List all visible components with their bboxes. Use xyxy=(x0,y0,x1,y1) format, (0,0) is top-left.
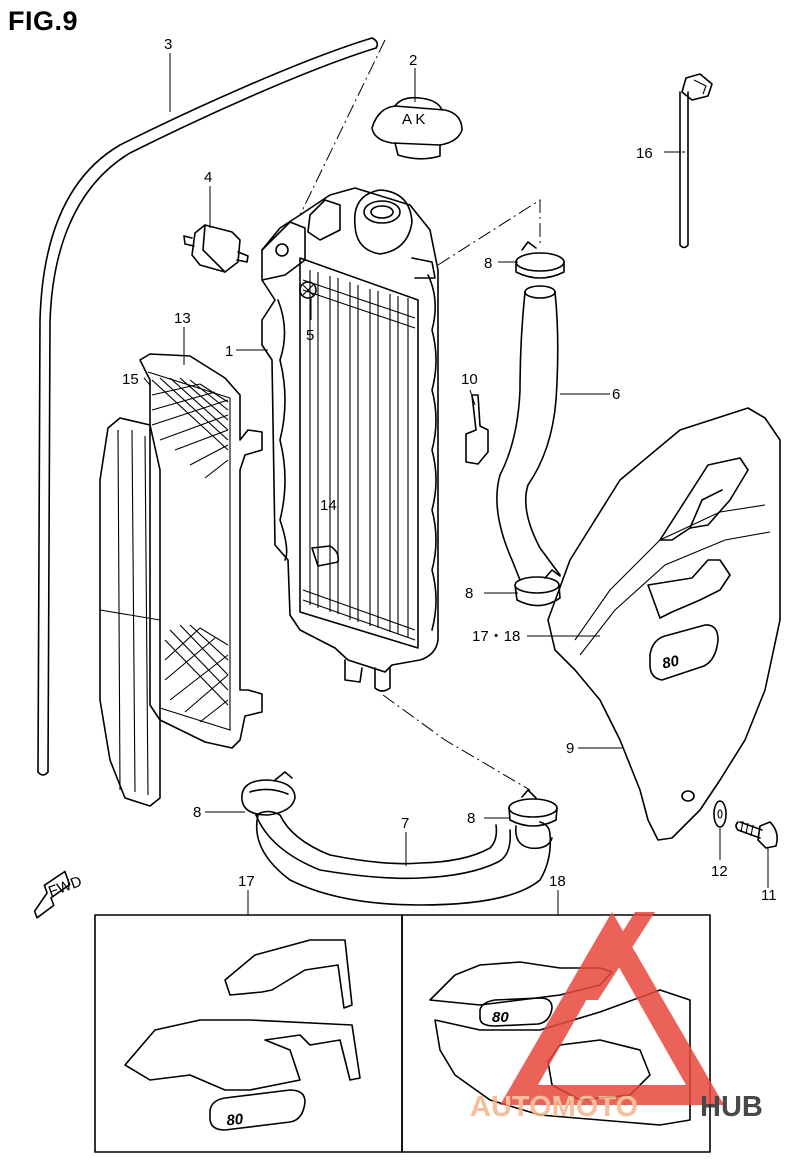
cable-tie xyxy=(679,73,713,249)
callout-14: 14 xyxy=(320,497,337,514)
radiator-louver xyxy=(99,417,161,807)
inset18-decal-number: 80 xyxy=(492,1009,509,1026)
callout-8-left: 8 xyxy=(193,804,201,821)
callout-6: 6 xyxy=(612,386,620,403)
overflow-tube xyxy=(37,37,379,776)
washer xyxy=(713,800,727,828)
decal-inset-17: 80 xyxy=(94,914,403,1153)
callout-4: 4 xyxy=(204,169,212,186)
callout-17-18: 17・18 xyxy=(472,628,520,645)
callout-13: 13 xyxy=(174,310,191,327)
callout-10: 10 xyxy=(461,371,478,388)
callout-5: 5 xyxy=(306,327,314,344)
callout-16: 16 xyxy=(636,145,653,162)
forward-label: FWD xyxy=(46,873,84,901)
callout-8-right: 8 xyxy=(467,810,475,827)
radiator-shroud: 80 xyxy=(547,407,781,841)
hose-clamp-lower-right xyxy=(508,789,558,827)
callout-15: 15 xyxy=(122,371,139,388)
figure-title: FIG.9 xyxy=(8,6,79,36)
guard-mesh-upper xyxy=(151,377,229,479)
callout-17: 17 xyxy=(238,873,255,890)
callout-12: 12 xyxy=(711,863,728,880)
callout-9: 9 xyxy=(566,740,574,757)
hose-clamp-mid xyxy=(514,569,561,607)
hose-clamp-lower-left xyxy=(241,771,296,816)
cap-marking: A K xyxy=(402,111,425,128)
radiator-guard xyxy=(139,353,263,749)
bracket xyxy=(465,394,489,465)
inset17-decal-number: 80 xyxy=(226,1111,245,1130)
assembly-lines xyxy=(299,39,541,791)
lower-hose xyxy=(255,810,553,906)
leader-lines xyxy=(143,53,769,915)
guard-mesh-lower xyxy=(164,624,229,723)
callout-18: 18 xyxy=(549,873,566,890)
callout-8-upper: 8 xyxy=(484,255,492,272)
callout-3: 3 xyxy=(164,36,172,53)
radiator-fins xyxy=(302,270,416,641)
hose-clamp-upper xyxy=(515,241,565,279)
callout-8-mid: 8 xyxy=(465,585,473,602)
forward-arrow: FWD xyxy=(33,870,84,919)
radiator-core xyxy=(261,187,439,692)
watermark: AUTOMOTO HUB xyxy=(470,912,763,1123)
mount-bushing xyxy=(183,224,249,273)
watermark-text-accent: HUB xyxy=(700,1091,763,1123)
callout-labels: 3 2 4 16 8 5 1 6 10 13 15 14 8 17・18 9 8… xyxy=(122,36,777,904)
radiator-cap: A K xyxy=(371,96,463,160)
upper-hose xyxy=(496,285,561,581)
watermark-text-main: AUTOMOTO xyxy=(470,1091,638,1123)
callout-11: 11 xyxy=(761,887,777,904)
shroud-bolt xyxy=(735,820,778,849)
callout-7: 7 xyxy=(401,815,409,832)
decal-inset-18: 80 xyxy=(401,914,711,1153)
callout-2: 2 xyxy=(409,52,417,69)
shroud-decal-number: 80 xyxy=(661,652,681,672)
callout-1: 1 xyxy=(225,343,233,360)
